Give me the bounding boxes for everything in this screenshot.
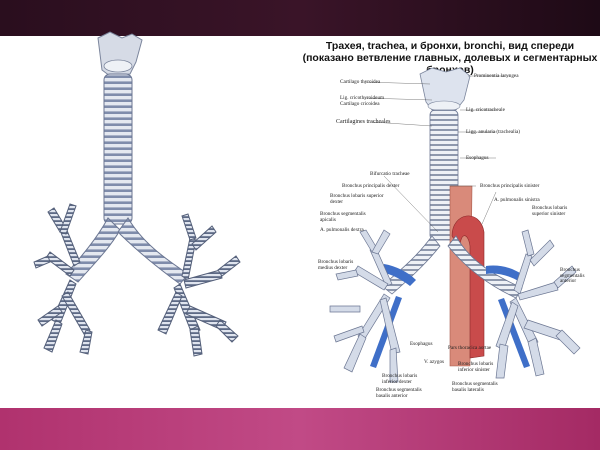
bottom-band xyxy=(0,408,600,450)
label-bronchus-lobaris-inferior-dexter: Bronchus lobaris inferior dexter xyxy=(382,373,418,385)
label-bifurcatio-tracheae: Bifurcatio tracheae xyxy=(370,171,410,177)
label-cartilagines-tracheales: Cartilagines tracheales xyxy=(336,119,391,125)
label-esophagus-top: Esophagus xyxy=(466,155,489,161)
label-bronchus-lobaris-superior-sinister: Bronchus lobaris superior sinister xyxy=(532,205,568,217)
label-prominentia-laryngea: Prominentia laryngea xyxy=(474,73,519,79)
trachea-tube xyxy=(103,73,133,225)
label-bronchus-lobaris-superior-dexter: Bronchus lobaris superior dexter xyxy=(330,193,384,205)
label-bronchus-segmentalis-basalis-lateralis: Bronchus segmentalis basalis lateralis xyxy=(452,381,498,393)
label-a-pulmonalis-dextra: A. pulmonalis dextra xyxy=(320,227,364,233)
label-v-azygos: V. azygos xyxy=(424,359,445,365)
label-cartilago-thyroidea: Cartilago thyroidea xyxy=(340,79,381,85)
title-line-1: Трахея, trachea, и бронхи, bronchi, вид … xyxy=(325,40,575,52)
label-cartilago-cricoidea: Cartilago cricoidea xyxy=(340,101,380,107)
label-bronchus-principalis-sinister: Bronchus principalis sinister xyxy=(480,183,540,189)
label-ligg-anularia: Ligg. anularia (trachealia) xyxy=(466,129,521,135)
label-bronchus-segmentalis-basalis-anterior: Bronchus segmentalis basalis anterior xyxy=(376,387,422,399)
label-lig-cricotracheale: Lig. cricotracheale xyxy=(466,107,505,113)
label-lig-cricothyroideum: Lig. cricothyroideum xyxy=(340,95,385,101)
atlas-a-pulmonalis-sinistra xyxy=(486,265,524,282)
label-bronchus-principalis-dexter: Bronchus principalis dexter xyxy=(342,183,400,189)
trachea-atlas-illustration xyxy=(329,67,581,383)
atlas-esophagus xyxy=(449,185,473,367)
label-pars-thoracica-aortae: Pars thoracica aortae xyxy=(448,345,492,351)
label-bronchus-lobaris-inferior-sinister: Bronchus lobaris inferior sinister xyxy=(458,361,494,373)
label-a-pulmonalis-sinistra: A. pulmonalis sinistra xyxy=(494,197,540,203)
atlas-aorta xyxy=(451,215,485,359)
label-bronchus-segmentalis-apicalis: Bronchus segmentalis apicalis xyxy=(320,211,366,223)
top-band xyxy=(0,0,600,36)
left-main-bronchus xyxy=(117,217,189,285)
figure-title: Трахея, trachea, и бронхи, bronchi, вид … xyxy=(300,40,600,76)
right-main-bronchus xyxy=(65,217,121,283)
label-bronchus-segmentalis-anterior: Bronchus segmentalis anterior xyxy=(560,267,585,285)
label-bronchus-lobaris-medius-dexter: Bronchus lobaris medius dexter xyxy=(318,259,354,271)
label-esophagus-bottom: Esophagus xyxy=(410,341,433,347)
atlas-a-pulmonalis-dextra xyxy=(380,264,416,286)
trachea-3d-illustration xyxy=(33,31,241,357)
